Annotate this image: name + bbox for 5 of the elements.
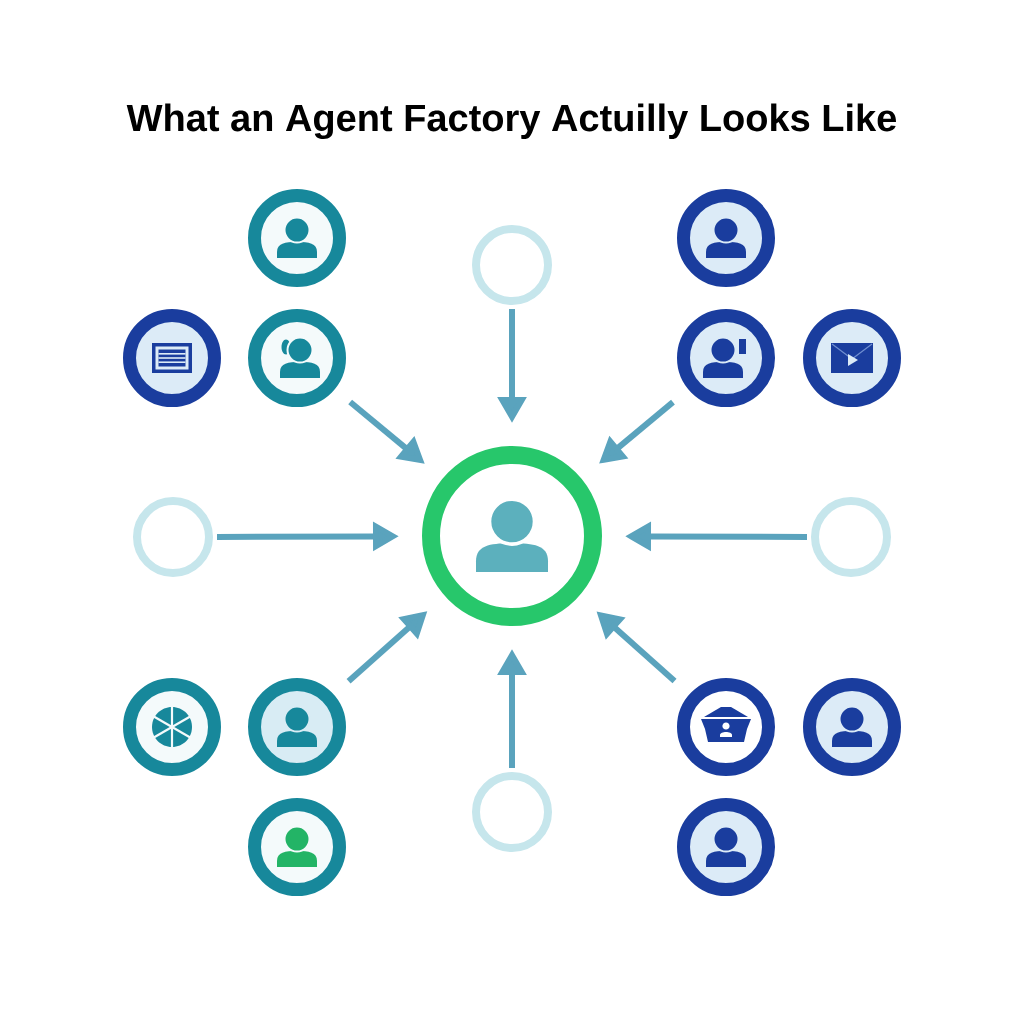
empty-circle xyxy=(133,497,213,577)
empty-circle xyxy=(811,497,891,577)
title: What an Agent Factory Actuilly Looks Like xyxy=(126,103,896,140)
empty-circle xyxy=(472,225,552,305)
empty-circle xyxy=(472,772,552,852)
